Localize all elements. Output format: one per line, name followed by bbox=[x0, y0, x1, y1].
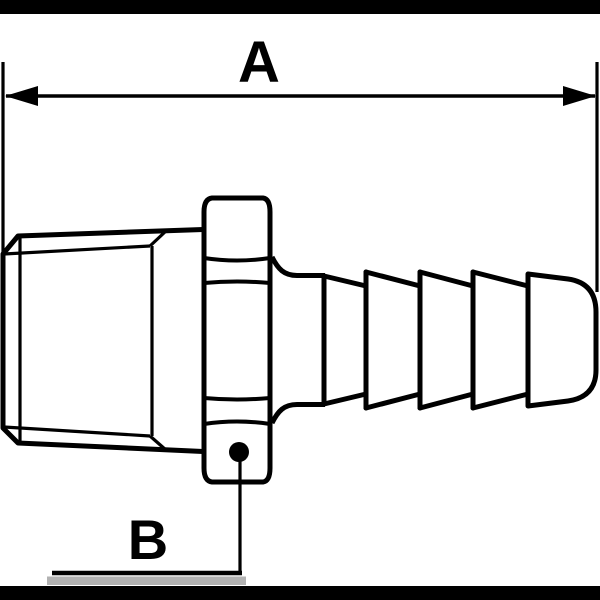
leader-line-b bbox=[47, 461, 246, 585]
arrowhead-right-icon bbox=[563, 86, 596, 106]
thread-detail-lines bbox=[3, 229, 168, 452]
top-border-bar bbox=[0, 0, 600, 14]
leader-underline-shadow bbox=[47, 576, 246, 585]
dimension-label-b: B bbox=[127, 508, 169, 571]
barb-nose bbox=[527, 271, 599, 409]
dimension-label-a: A bbox=[238, 30, 280, 95]
arrowhead-left-icon bbox=[5, 86, 38, 106]
hose-barb-teeth bbox=[321, 269, 531, 411]
thread-outline bbox=[0, 227, 204, 454]
feature-point-b bbox=[229, 442, 249, 462]
hex-outline bbox=[201, 195, 273, 485]
dimension-a bbox=[1, 62, 599, 292]
hex-face-edges bbox=[203, 256, 271, 426]
hex-nut bbox=[201, 195, 273, 485]
bottom-border-bar bbox=[0, 586, 600, 600]
male-thread-section bbox=[0, 227, 204, 454]
shank-shaft bbox=[269, 255, 325, 425]
